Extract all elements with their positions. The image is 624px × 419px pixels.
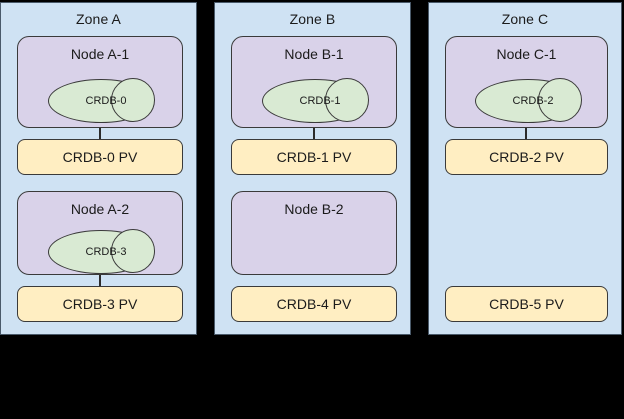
node-label-a-1: Node A-1 <box>70 46 130 62</box>
pod-cylinder-cap <box>111 78 155 122</box>
node-box-b-1[interactable]: Node B-1 CRDB-1 <box>231 36 397 128</box>
pod-label-crdb-1: CRDB-1 <box>299 95 341 107</box>
connector-node-a-2-to-pv <box>99 275 101 286</box>
connector-node-b-1-to-pv <box>313 128 315 140</box>
pod-cylinder-cap <box>538 78 582 122</box>
pod-cylinder-crdb-0[interactable]: CRDB-0 <box>48 78 155 123</box>
pv-label-crdb-5: CRDB-5 PV <box>489 296 564 312</box>
zone-title-a: Zone A <box>76 11 121 27</box>
pv-label-crdb-3: CRDB-3 PV <box>62 296 138 312</box>
pv-box-crdb-4[interactable]: CRDB-4 PV <box>231 286 397 322</box>
node-box-a-1[interactable]: Node A-1 CRDB-0 <box>17 36 183 128</box>
node-box-a-2[interactable]: Node A-2 CRDB-3 <box>17 191 183 275</box>
pv-box-crdb-0[interactable]: CRDB-0 PV <box>17 139 183 175</box>
zone-title-c: Zone C <box>501 11 549 27</box>
pv-box-crdb-3[interactable]: CRDB-3 PV <box>17 286 183 322</box>
pod-cylinder-crdb-1[interactable]: CRDB-1 <box>262 78 369 123</box>
zone-panel-c: Zone C Node C-1 CRDB-2 CRDB-2 PV CRDB-5 … <box>428 2 622 335</box>
pv-label-crdb-1: CRDB-1 PV <box>276 149 352 165</box>
pod-label-crdb-2: CRDB-2 <box>512 95 554 107</box>
connector-node-a-1-to-pv <box>99 128 101 140</box>
node-box-c-1[interactable]: Node C-1 CRDB-2 <box>445 36 608 128</box>
pv-box-crdb-1[interactable]: CRDB-1 PV <box>231 139 397 175</box>
zone-panel-a: Zone A Node A-1 CRDB-0 CRDB-0 PV Node A-… <box>0 2 197 335</box>
node-label-c-1: Node C-1 <box>496 46 557 62</box>
pod-cylinder-crdb-2[interactable]: CRDB-2 <box>475 78 582 123</box>
node-label-b-2: Node B-2 <box>284 201 344 217</box>
pod-cylinder-cap <box>111 229 155 273</box>
node-box-b-2[interactable]: Node B-2 <box>231 191 397 275</box>
pv-box-crdb-2[interactable]: CRDB-2 PV <box>445 139 608 175</box>
pod-cylinder-cap <box>325 78 369 122</box>
pv-label-crdb-2: CRDB-2 PV <box>489 149 564 165</box>
pod-label-crdb-0: CRDB-0 <box>85 95 127 107</box>
zone-title-b: Zone B <box>289 11 336 27</box>
pv-box-crdb-5[interactable]: CRDB-5 PV <box>445 286 608 322</box>
node-label-b-1: Node B-1 <box>284 46 344 62</box>
pv-label-crdb-0: CRDB-0 PV <box>62 149 138 165</box>
pod-label-crdb-3: CRDB-3 <box>85 246 127 258</box>
connector-node-c-1-to-pv <box>525 128 527 140</box>
pod-cylinder-crdb-3[interactable]: CRDB-3 <box>48 229 155 274</box>
zone-panel-b: Zone B Node B-1 CRDB-1 CRDB-1 PV Node B-… <box>214 2 411 335</box>
pv-label-crdb-4: CRDB-4 PV <box>276 296 352 312</box>
node-label-a-2: Node A-2 <box>70 201 130 217</box>
